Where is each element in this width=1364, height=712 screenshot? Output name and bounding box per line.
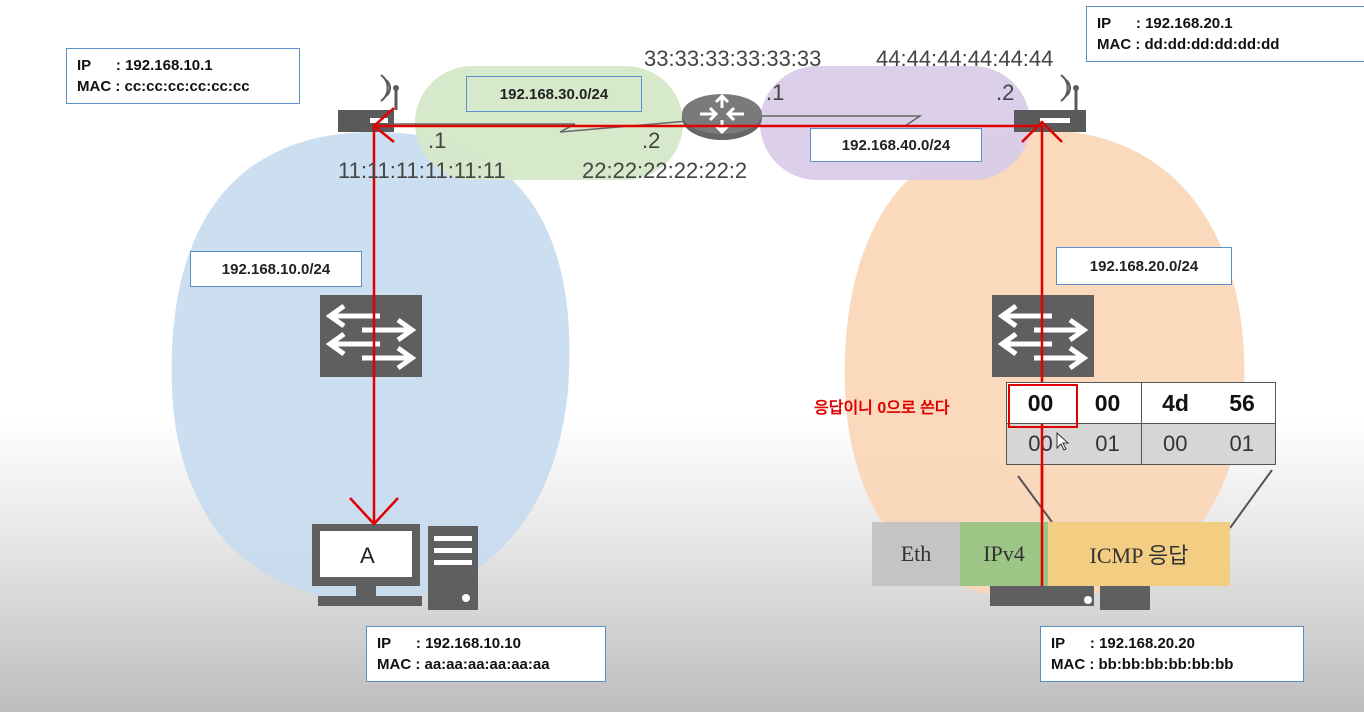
pc-b-icon (990, 586, 1150, 610)
icmp-bytes-row: 00 00 4d 56 (1006, 382, 1276, 424)
byte-cell: 00 (1163, 431, 1188, 456)
subnet-20-label: 192.168.20.0/24 (1056, 247, 1232, 285)
subnet-40-label: 192.168.40.0/24 (810, 128, 982, 162)
callout-line-right (1229, 469, 1273, 529)
byte-cell: 56 (1229, 389, 1255, 416)
left-router-ip: IP : 192.168.10.1 (77, 57, 213, 74)
right-router-mac: MAC : dd:dd:dd:dd:dd:dd (1097, 36, 1280, 53)
packet-ipv4-segment: IPv4 (960, 522, 1048, 586)
iface-dot2-right: .2 (996, 80, 1015, 105)
right-router-info: IP : 192.168.20.1 MAC : dd:dd:dd:dd:dd:d… (1086, 6, 1364, 62)
left-router-icon (338, 74, 399, 132)
network-30-area (415, 66, 683, 180)
subnet-30-label: 192.168.30.0/24 (466, 76, 642, 112)
packet-path (349, 107, 1063, 526)
mac-11-label: 11:11:11:11:11:11 (338, 158, 506, 183)
mac-33-label: 33:33:33:33:33:33 (644, 46, 822, 71)
byte-cell: 00 (1028, 431, 1053, 456)
byte-cell: 00 (1027, 389, 1054, 416)
callout-line-left (1017, 475, 1053, 523)
pc-a-label: A (360, 543, 375, 568)
left-switch-icon (320, 295, 422, 377)
iface-dot1-right: .1 (766, 80, 785, 105)
byte-cell: 4d (1162, 389, 1189, 416)
packet-icmp-segment: ICMP 응답 (1048, 522, 1230, 586)
subnet-10-label: 192.168.10.0/24 (190, 251, 362, 287)
iface-dot1-left: .1 (428, 128, 447, 153)
mac-44-label: 44:44:44:44:44:44 (876, 46, 1054, 71)
network-40-area (760, 66, 1030, 180)
mouse-cursor-icon (1056, 432, 1070, 451)
core-router-icon (682, 93, 762, 140)
iface-dot2-left: .2 (642, 128, 661, 153)
host-a-info: IP : 192.168.10.10 MAC : aa:aa:aa:aa:aa:… (366, 626, 606, 682)
type-field-highlight (1008, 384, 1078, 428)
packet-eth-segment: Eth (872, 522, 960, 586)
pc-a-icon (312, 524, 478, 610)
mac-22-label: 22:22:22:22:22:2 (582, 158, 748, 183)
host-b-info: IP : 192.168.20.20 MAC : bb:bb:bb:bb:bb:… (1040, 626, 1304, 682)
host-b-mac: MAC : bb:bb:bb:bb:bb:bb (1051, 656, 1234, 673)
right-router-ip: IP : 192.168.20.1 (1097, 15, 1233, 32)
icmp-bytes-table: 00 00 4d 56 00 01 00 01 (1006, 382, 1276, 465)
byte-cell: 01 (1095, 431, 1120, 456)
icmp-bytes-row: 00 01 00 01 (1006, 423, 1276, 465)
annotation-note: 응답이니 0으로 쓴다 (814, 400, 950, 417)
left-router-info: IP : 192.168.10.1 MAC : cc:cc:cc:cc:cc:c… (66, 48, 300, 104)
left-router-mac: MAC : cc:cc:cc:cc:cc:cc (77, 78, 250, 95)
byte-cell: 00 (1094, 389, 1121, 416)
host-a-ip: IP : 192.168.10.10 (377, 635, 521, 652)
host-b-ip: IP : 192.168.20.20 (1051, 635, 1195, 652)
byte-cell: 01 (1229, 431, 1254, 456)
host-a-mac: MAC : aa:aa:aa:aa:aa:aa (377, 656, 550, 673)
